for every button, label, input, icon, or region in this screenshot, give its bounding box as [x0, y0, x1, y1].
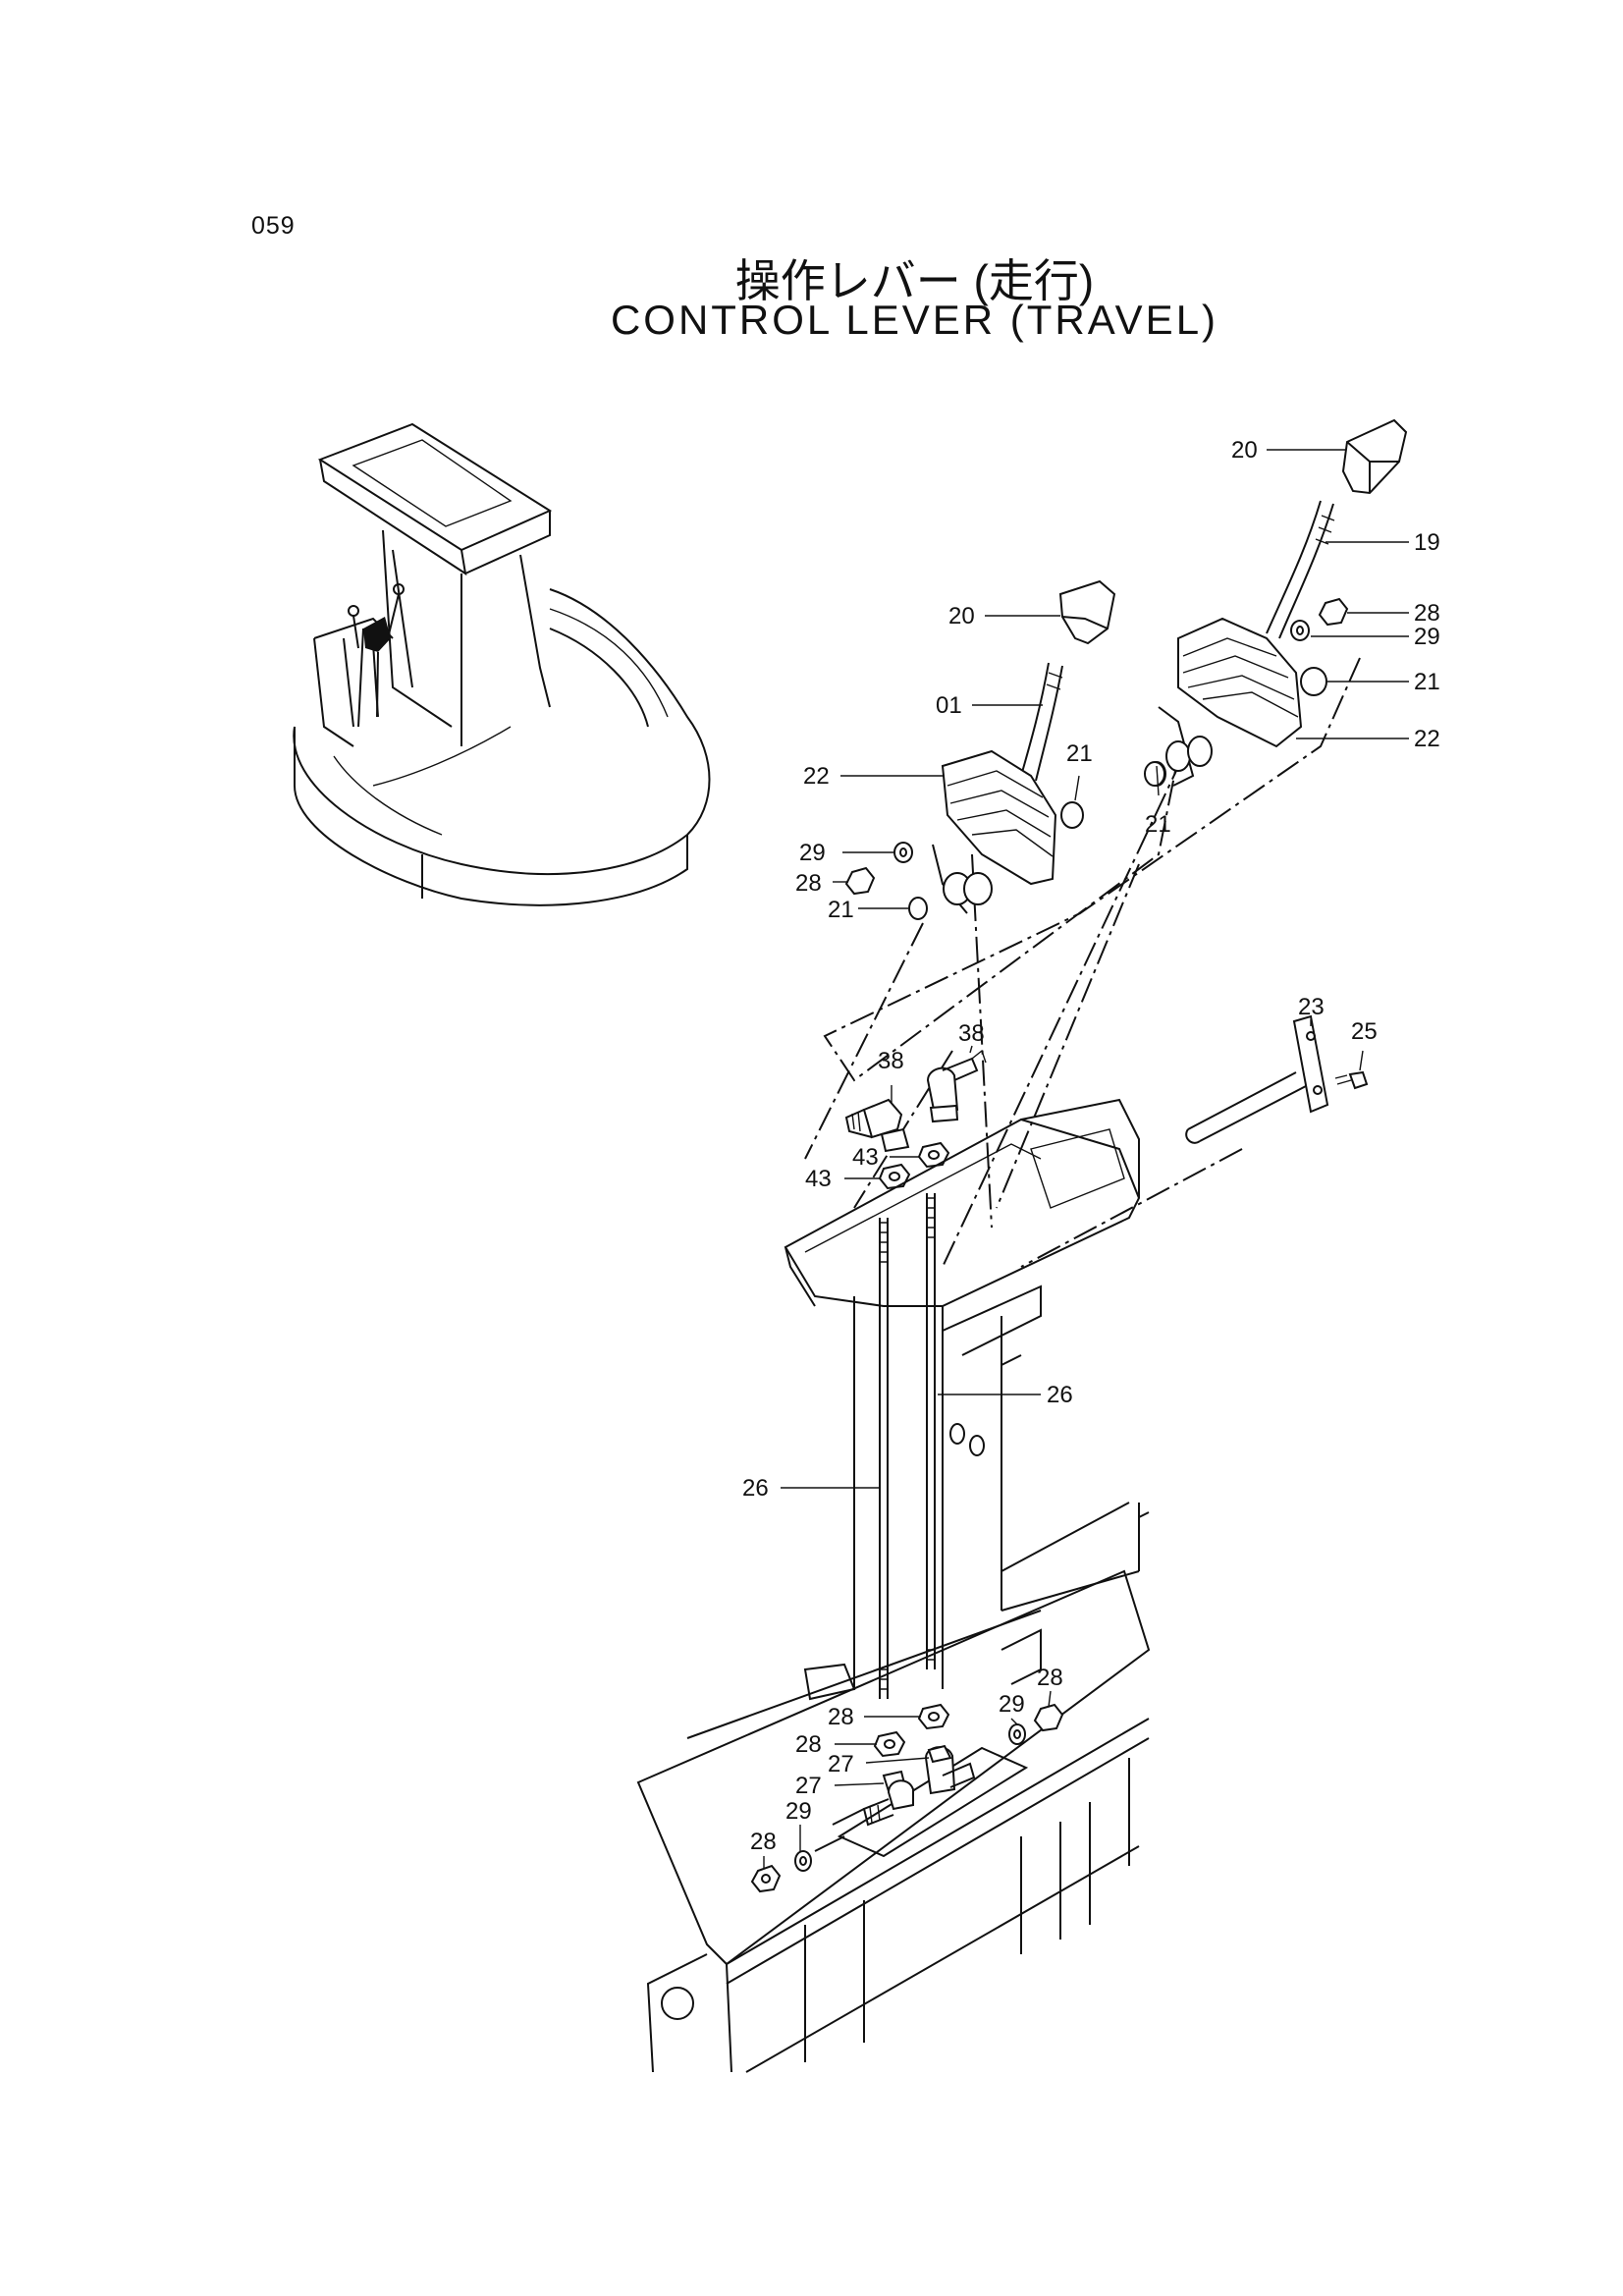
lever-stand-column	[784, 1098, 1150, 1701]
callout-21: 21	[828, 897, 854, 923]
callout-28: 28	[1414, 600, 1440, 627]
callout-20: 20	[948, 603, 975, 629]
callout-19: 19	[1414, 529, 1440, 556]
callout-22: 22	[803, 763, 830, 790]
callout-27: 27	[795, 1773, 822, 1799]
left-travel-lever-assembly	[844, 579, 1116, 920]
callout-leaders	[763, 449, 1409, 1868]
callout-21: 21	[1066, 740, 1093, 767]
page-title: CONTROL LEVER (TRAVEL)	[610, 297, 1219, 343]
callout-26: 26	[742, 1475, 769, 1502]
callout-28: 28	[750, 1829, 777, 1855]
callout-labels: 20 19 28 29 21 22 20 01 22 21 21 29 28 2…	[742, 437, 1440, 1855]
machine-overview-illustration	[293, 422, 711, 906]
callout-28: 28	[1037, 1665, 1063, 1691]
callout-22: 22	[1414, 726, 1440, 752]
callout-43: 43	[852, 1144, 879, 1171]
callout-29: 29	[799, 840, 826, 866]
callout-26: 26	[1047, 1382, 1073, 1408]
callout-27: 27	[828, 1751, 854, 1777]
callout-43: 43	[805, 1166, 832, 1192]
page-code: 059	[251, 212, 296, 240]
callout-28: 28	[828, 1704, 854, 1730]
callout-29: 29	[999, 1691, 1025, 1718]
link-rods	[879, 1193, 936, 1699]
callout-01: 01	[936, 692, 962, 719]
pin-and-bolt	[1185, 1014, 1369, 1144]
callout-29: 29	[785, 1798, 812, 1825]
callout-25: 25	[1351, 1018, 1378, 1045]
callout-28: 28	[795, 870, 822, 897]
lower-fittings	[750, 1703, 1064, 1893]
lower-frame	[636, 1569, 1151, 2073]
right-travel-lever-assembly	[1144, 418, 1408, 787]
callout-21: 21	[1414, 669, 1440, 695]
page-title-japanese: 操作レバー (走行)	[734, 255, 1095, 306]
callout-23: 23	[1298, 994, 1325, 1020]
callout-38: 38	[878, 1048, 904, 1074]
callout-21: 21	[1145, 811, 1171, 838]
callout-29: 29	[1414, 624, 1440, 650]
callout-20: 20	[1231, 437, 1258, 464]
callout-38: 38	[958, 1020, 985, 1047]
callout-28: 28	[795, 1731, 822, 1758]
